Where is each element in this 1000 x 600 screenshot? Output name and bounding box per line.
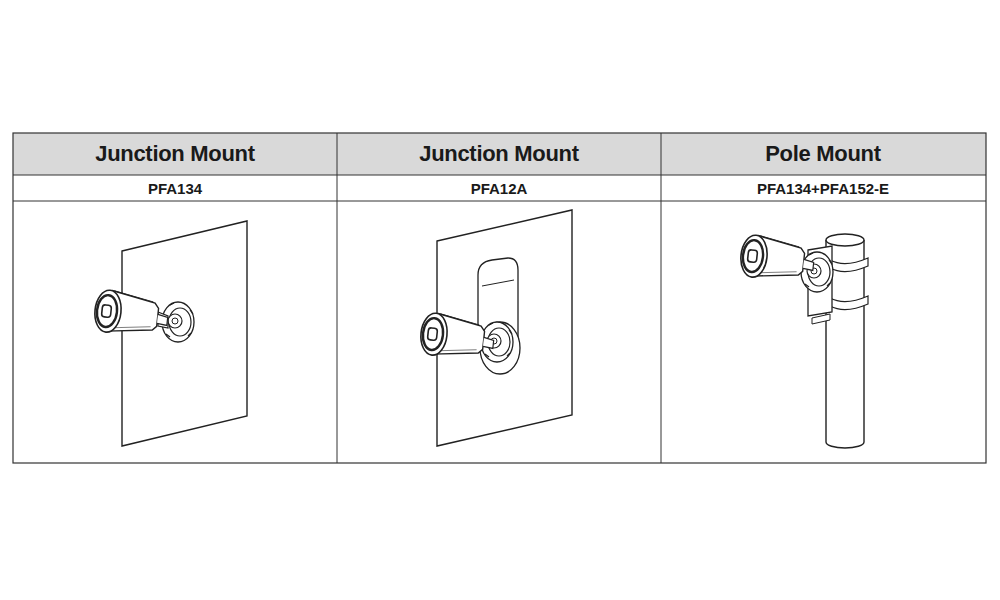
header-band [13,133,986,175]
model-cell: PFA12A [471,180,528,197]
junction-mount [801,252,833,292]
row-rule [13,201,986,202]
table-border [13,133,986,463]
wall-mount-illustration [93,221,247,446]
column-rule [337,133,338,463]
pole-strap [830,258,868,272]
bullet-camera [739,234,816,283]
header-cell: Pole Mount [765,141,881,167]
junction-box-illustration [419,210,572,446]
model-cell: PFA134 [148,180,202,197]
bullet-camera [419,312,496,361]
mount-base [480,322,520,374]
wall [122,221,247,446]
row-rule [13,175,986,176]
bullet-camera [93,289,170,338]
header-cell: Junction Mount [419,141,579,167]
column-rule [661,133,662,463]
header-cell: Junction Mount [95,141,255,167]
pole-strap [830,296,868,310]
table [13,133,986,463]
pole-mount-illustration [739,234,868,448]
model-cell: PFA134+PFA152-E [757,180,889,197]
